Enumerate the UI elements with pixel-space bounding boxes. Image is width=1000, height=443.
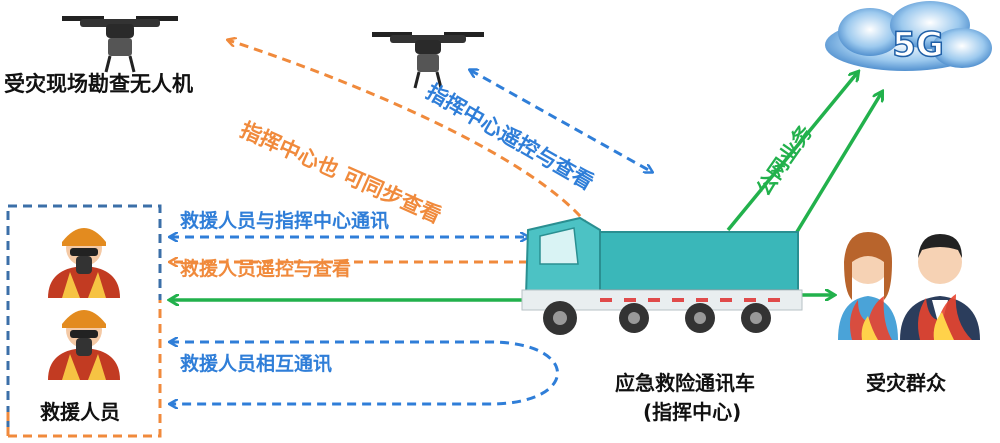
5g-badge: 5G (892, 25, 944, 65)
victims-icon (838, 232, 980, 340)
truck-icon (521, 216, 803, 335)
link-command-view (228, 40, 600, 241)
link-command-remote (470, 70, 652, 172)
drone-icon (62, 16, 178, 73)
link-truck-to-cloud (790, 92, 882, 241)
link-label-rescuer-comm: 救援人员与指挥中心通讯 (180, 210, 390, 232)
rescuer-avatar (48, 228, 120, 298)
drone-label: 受灾现场勘查无人机 (4, 72, 193, 96)
vehicle-sublabel: (指挥中心) (643, 400, 742, 424)
rescuers-label: 救援人员 (40, 400, 120, 424)
link-public-service (726, 72, 858, 232)
vehicle-label: 应急救险通讯车 (615, 371, 755, 395)
drone-icon (372, 32, 484, 89)
rescuer-avatar (48, 310, 120, 380)
link-label-rescuer-remote: 救援人员遥控与查看 (180, 258, 352, 280)
rescuers-frame-accent (6, 300, 162, 438)
link-label-rescuer-mutual: 救援人员相互通讯 (180, 353, 333, 375)
5g-cloud-icon (825, 1, 992, 71)
victims-label: 受灾群众 (866, 371, 946, 395)
